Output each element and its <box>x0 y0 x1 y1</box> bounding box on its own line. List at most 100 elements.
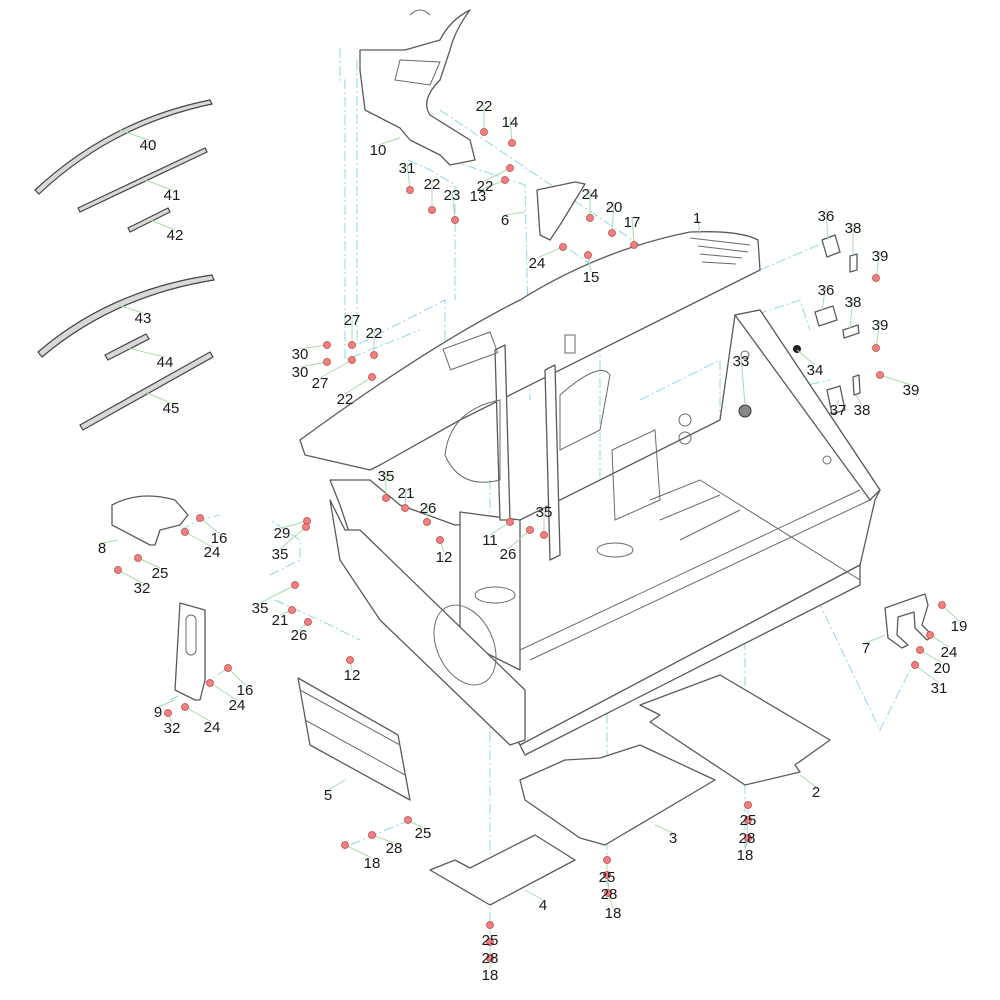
leader-line-11 <box>489 521 511 536</box>
fastener-23 <box>451 216 459 224</box>
fastener-18 <box>341 841 349 849</box>
fastener-25 <box>134 554 142 562</box>
fastener-31 <box>911 661 919 669</box>
fastener-28 <box>603 871 611 879</box>
part-5-front-cover <box>297 677 411 801</box>
trim-strips <box>34 99 215 431</box>
callout-label-31: 31 <box>931 680 948 697</box>
leader-line-22 <box>484 167 511 182</box>
callout-label-18: 18 <box>605 905 622 922</box>
leader-line-33 <box>740 355 746 406</box>
part-8-cover-bracket <box>111 495 189 546</box>
callout-label-30: 30 <box>292 364 309 381</box>
callout-label-28: 28 <box>739 830 756 847</box>
callout-label-19: 19 <box>951 618 968 635</box>
callout-label-23: 23 <box>444 187 461 204</box>
fastener-18 <box>744 834 752 842</box>
callout-label-30: 30 <box>292 346 309 363</box>
leader-line-43 <box>117 304 144 314</box>
part-40 <box>34 99 213 195</box>
callout-label-11: 11 <box>482 532 498 549</box>
part-42 <box>127 207 171 233</box>
fastener-30 <box>323 341 331 349</box>
fastener-13 <box>501 176 509 184</box>
part-2-floor-plate <box>639 674 831 786</box>
callout-label-18: 18 <box>737 847 754 864</box>
fastener-24 <box>926 631 934 639</box>
fastener-25 <box>744 801 752 809</box>
callout-label-38: 38 <box>845 220 862 237</box>
fastener-27 <box>348 341 356 349</box>
callout-label-13: 13 <box>470 188 487 205</box>
fasteners <box>114 128 946 962</box>
fastener-25 <box>404 816 412 824</box>
leader-line-9 <box>157 699 176 708</box>
callout-label-28: 28 <box>482 950 499 967</box>
leader-line-5 <box>327 779 346 791</box>
leader-line-17 <box>631 216 635 246</box>
fastener-24 <box>559 243 567 251</box>
fastener-24 <box>181 528 189 536</box>
callout-label-35: 35 <box>252 600 269 617</box>
leader-line-4 <box>524 889 544 901</box>
callout-label-24: 24 <box>204 719 221 736</box>
callout-label-10: 10 <box>370 142 387 159</box>
callout-label-37: 37 <box>830 402 847 419</box>
part-44 <box>104 333 150 361</box>
fastener-15 <box>584 251 592 259</box>
fastener-22 <box>428 206 436 214</box>
leader-line-34 <box>796 349 816 366</box>
callout-label-25: 25 <box>740 812 757 829</box>
fastener-25 <box>603 856 611 864</box>
callout-label-41: 41 <box>164 187 181 204</box>
callout-label-21: 21 <box>398 485 415 502</box>
leader-line-28 <box>371 834 395 844</box>
leader-line-2 <box>799 774 817 788</box>
leader-line-36 <box>825 210 829 241</box>
leader-line-24 <box>536 246 564 259</box>
leader-line-31 <box>406 162 411 191</box>
leader-line-36 <box>821 284 827 311</box>
callout-label-44: 44 <box>157 354 174 371</box>
fastener-16 <box>196 514 204 522</box>
leader-line-35 <box>259 584 296 604</box>
leader-line-39 <box>875 319 881 349</box>
fastener-39 <box>872 274 880 282</box>
fastener-14 <box>508 139 516 147</box>
fastener-16 <box>224 664 232 672</box>
fastener-21 <box>288 606 296 614</box>
leader-line-40 <box>119 129 149 141</box>
callout-label-39: 39 <box>903 382 920 399</box>
callout-label-18: 18 <box>364 855 381 872</box>
leader-line-24 <box>209 682 238 701</box>
part-43 <box>37 274 215 358</box>
callout-label-22: 22 <box>476 98 493 115</box>
callout-label-36: 36 <box>818 208 835 225</box>
fastener-35 <box>291 581 299 589</box>
callout-label-16: 16 <box>211 530 228 547</box>
part-36a <box>821 234 841 258</box>
callout-label-22: 22 <box>477 178 494 195</box>
callout-label-9: 9 <box>154 704 162 721</box>
leader-line-22 <box>344 376 373 395</box>
leader-line-41 <box>144 179 173 191</box>
fastener-22 <box>506 164 514 172</box>
fastener-30 <box>323 358 331 366</box>
part-41 <box>77 147 208 213</box>
callout-label-42: 42 <box>167 227 184 244</box>
callout-label-29: 29 <box>274 525 291 542</box>
leader-line-13 <box>477 179 506 192</box>
fastener-24 <box>206 679 214 687</box>
callout-label-43: 43 <box>135 310 152 327</box>
leader-line-3 <box>654 824 674 834</box>
fastener-35 <box>382 494 390 502</box>
leader-line-27 <box>319 359 353 379</box>
leader-line-6 <box>504 211 526 216</box>
part-36b <box>814 305 838 327</box>
callout-label-6: 6 <box>501 212 509 229</box>
leader-line-16 <box>227 667 246 686</box>
fastener-28 <box>486 938 494 946</box>
fastener-32 <box>114 566 122 574</box>
clamp-hardware <box>738 234 861 418</box>
